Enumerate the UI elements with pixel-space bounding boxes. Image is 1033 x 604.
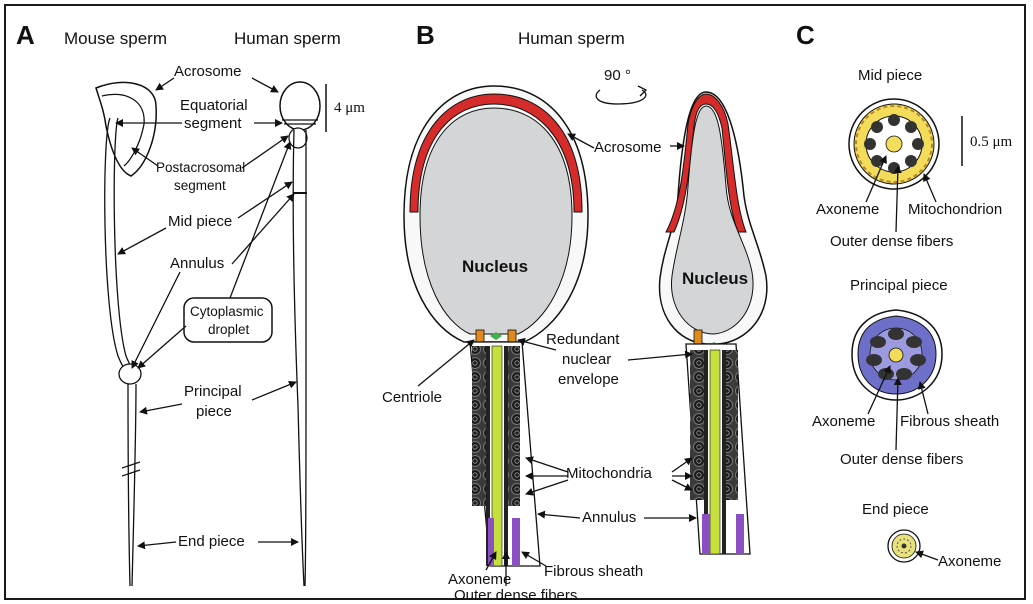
scale-label-a: 4 μm (334, 100, 365, 116)
label-axoneme-b: Axoneme (448, 571, 511, 588)
tail-front-view (470, 342, 540, 566)
label-postacrosomal-1: Postacrosomal (156, 160, 245, 175)
label-acrosome-b: Acrosome (594, 139, 662, 156)
panel-label-a: A (16, 20, 35, 50)
label-fibrous-sheath-b: Fibrous sheath (544, 563, 643, 580)
end-piece-cross-section (888, 530, 920, 562)
label-redundant-1: Redundant (546, 331, 620, 348)
label-mitochondrion: Mitochondrion (908, 201, 1002, 218)
head-side-view (660, 92, 767, 350)
label-fibrous-sheath-c: Fibrous sheath (900, 413, 999, 430)
human-sperm-drawing (280, 82, 320, 586)
label-mid-axoneme: Axoneme (816, 201, 879, 218)
label-cyto-2: droplet (208, 322, 250, 337)
label-annulus-a: Annulus (170, 255, 224, 272)
label-centriole: Centriole (382, 389, 442, 406)
label-nucleus-left: Nucleus (462, 257, 528, 276)
panel-label-b: B (416, 20, 435, 50)
label-nucleus-right: Nucleus (682, 269, 748, 288)
human-sperm-title-a: Human sperm (234, 29, 341, 48)
rotation-label: 90 ° (604, 67, 631, 84)
label-redundant-3: envelope (558, 371, 619, 388)
sperm-diagram: A Mouse sperm Human sperm 4 μm Acrosome … (6, 6, 1028, 602)
human-sperm-title-b: Human sperm (518, 29, 625, 48)
rotation-arrow-icon (596, 90, 646, 104)
label-outer-dense-b: Outer dense fibers (454, 587, 577, 602)
mid-piece-cross-section (849, 99, 939, 189)
label-acrosome-a: Acrosome (174, 63, 242, 80)
tail-side-view (686, 344, 750, 554)
label-end-piece-c: End piece (862, 501, 929, 518)
label-pp-odf: Outer dense fibers (840, 451, 963, 468)
label-principal-1: Principal (184, 383, 242, 400)
label-end-axoneme: Axoneme (938, 553, 1001, 570)
label-cyto-1: Cytoplasmic (190, 304, 264, 319)
principal-piece-cross-section (852, 310, 942, 400)
label-end-piece: End piece (178, 533, 245, 550)
label-mid-odf: Outer dense fibers (830, 233, 953, 250)
label-mitochondria: Mitochondria (566, 465, 653, 482)
head-front-view (404, 86, 588, 344)
label-mid-piece-c: Mid piece (858, 67, 922, 84)
label-principal-2: piece (196, 403, 232, 420)
label-annulus-b: Annulus (582, 509, 636, 526)
figure-frame: A Mouse sperm Human sperm 4 μm Acrosome … (4, 4, 1026, 600)
label-pp-axoneme: Axoneme (812, 413, 875, 430)
label-equatorial-2: segment (184, 115, 242, 132)
label-redundant-2: nuclear (562, 351, 611, 368)
label-postacrosomal-2: segment (174, 178, 226, 193)
label-mid-piece-a: Mid piece (168, 213, 232, 230)
scale-label-c: 0.5 μm (970, 134, 1013, 150)
label-equatorial-1: Equatorial (180, 97, 248, 114)
panel-label-c: C (796, 20, 815, 50)
label-principal-c: Principal piece (850, 277, 948, 294)
mouse-sperm-title: Mouse sperm (64, 29, 167, 48)
